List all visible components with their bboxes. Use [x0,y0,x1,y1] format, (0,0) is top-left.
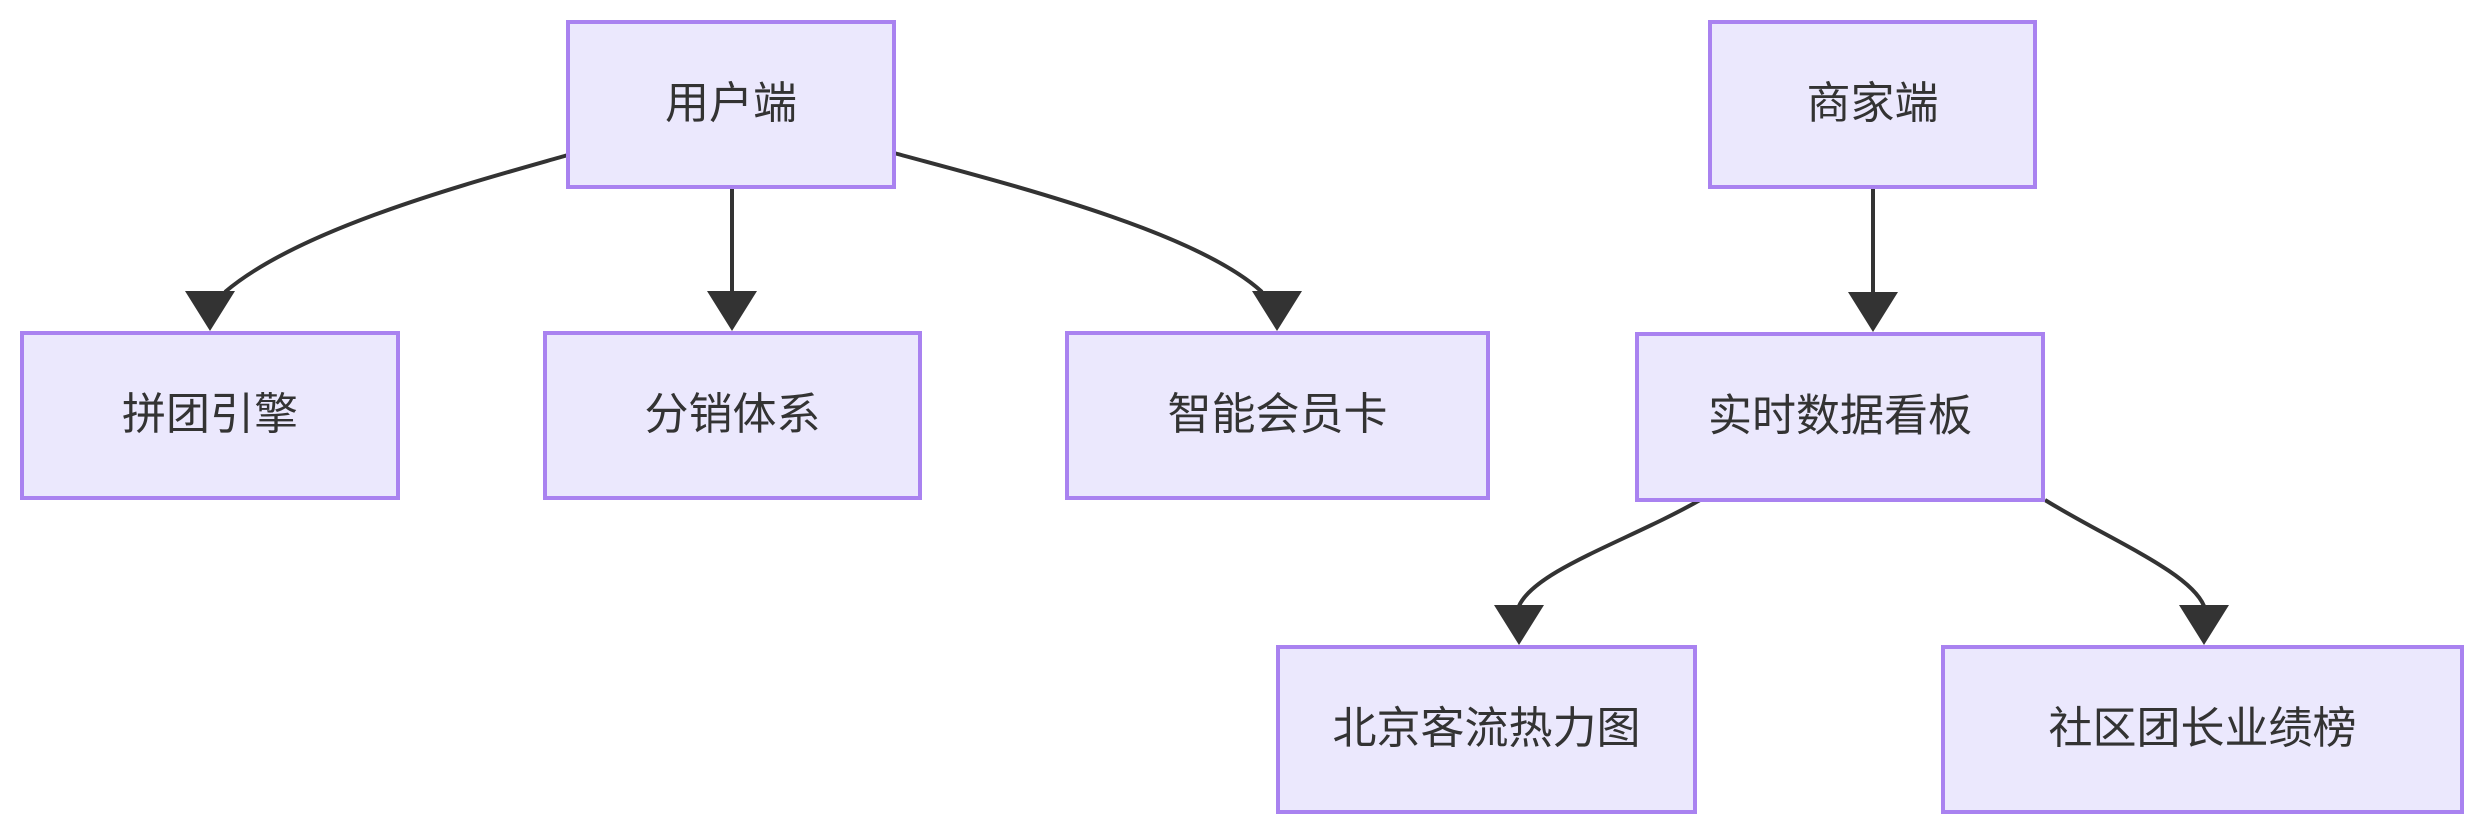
edge-n1-to-n4 [707,187,757,331]
node-n5[interactable]: 智能会员卡 [1065,331,1490,500]
node-box[interactable] [1065,331,1490,500]
node-n8[interactable]: 社区团长业绩榜 [1941,645,2464,814]
arrow-head-icon [1252,291,1302,331]
node-label: 商家端 [1807,79,1939,128]
arrow-head-icon [2179,605,2229,645]
edge-line [1517,498,1701,607]
edge-n6-to-n8 [2043,498,2229,645]
node-n7[interactable]: 北京客流热力图 [1276,645,1697,814]
arrow-head-icon [1494,605,1544,645]
edge-n1-to-n5 [893,151,1302,331]
edge-layer [185,151,2229,645]
edge-n6-to-n7 [1494,498,1701,645]
edge-n2-to-n6 [1848,187,1898,332]
node-box[interactable] [20,331,400,500]
node-box[interactable] [1635,332,2045,502]
node-label: 北京客流热力图 [1333,704,1641,753]
edge-line [2043,498,2206,607]
arrow-head-icon [707,291,757,331]
edge-n1-to-n3 [185,153,569,331]
node-n6[interactable]: 实时数据看板 [1635,332,2045,502]
edge-line [893,151,1264,294]
node-box[interactable] [566,20,896,189]
node-label: 智能会员卡 [1168,390,1388,439]
edge-line [223,153,569,294]
arrow-head-icon [185,291,235,331]
node-n4[interactable]: 分销体系 [543,331,922,500]
node-label: 社区团长业绩榜 [2049,704,2357,753]
node-label: 实时数据看板 [1708,392,1972,441]
node-box[interactable] [1941,645,2464,814]
node-box[interactable] [543,331,922,500]
node-label: 用户端 [665,79,797,128]
node-n2[interactable]: 商家端 [1708,20,2037,189]
node-box[interactable] [1276,645,1697,814]
arrow-head-icon [1848,292,1898,332]
node-box[interactable] [1708,20,2037,189]
node-n3[interactable]: 拼团引擎 [20,331,400,500]
node-label: 分销体系 [645,390,821,439]
node-label: 拼团引擎 [122,390,298,439]
node-n1[interactable]: 用户端 [566,20,896,189]
